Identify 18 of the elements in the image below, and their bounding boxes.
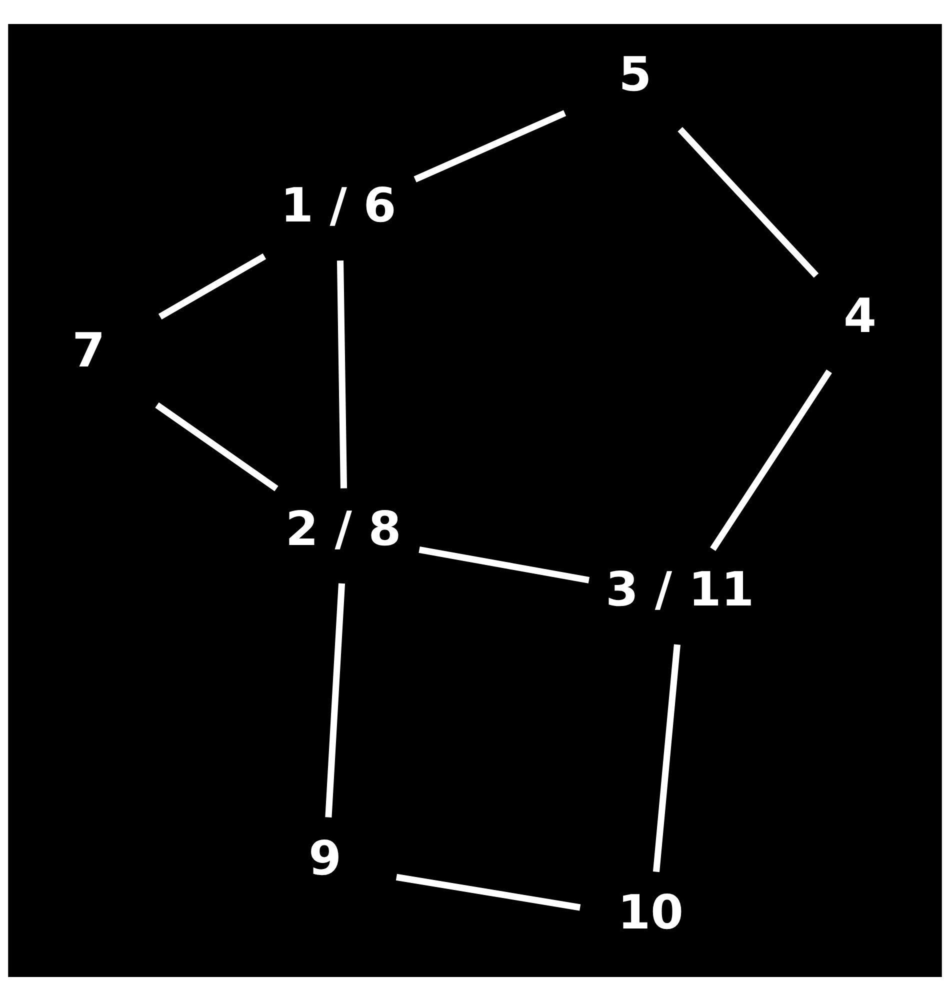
connector <box>336 260 347 488</box>
connector <box>396 873 581 910</box>
connector <box>325 582 346 817</box>
connector <box>710 369 832 550</box>
connector <box>652 644 680 872</box>
connector <box>414 110 566 182</box>
node-text: 3 / 11 <box>606 562 754 618</box>
connector <box>678 126 819 278</box>
node-text: 1 / 6 <box>280 178 396 234</box>
connector <box>158 252 266 319</box>
node-text: 4 <box>844 288 876 344</box>
node-text: 5 <box>618 47 652 102</box>
connector <box>155 402 278 491</box>
node-text: 2 / 8 <box>286 502 402 557</box>
node-text: 9 <box>308 830 342 886</box>
node-text: 7 <box>72 322 106 378</box>
node-text: 10 <box>618 884 684 940</box>
connector <box>418 546 590 583</box>
